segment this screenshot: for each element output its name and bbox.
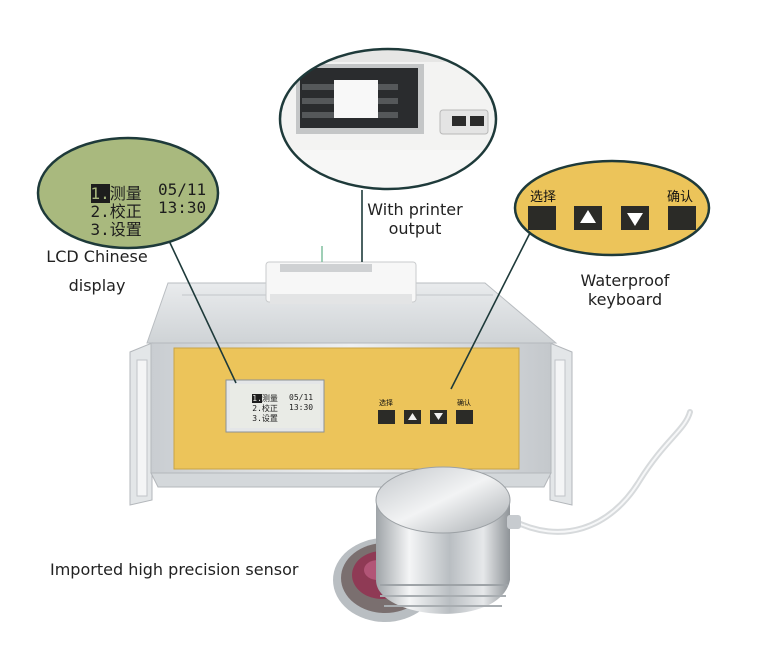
lcd-zoom-screen [38,138,218,248]
zoom-confirm-key [668,206,696,230]
panel-confirm-label: 确认 [457,399,471,407]
caption-lcd-line-1: LCD Chinese [46,247,148,266]
panel-select-key [378,410,395,424]
caption-printer-line-1: With printer [367,200,463,219]
caption-keyboard-line-2: keyboard [587,290,663,309]
down-arrow-icon [627,213,643,226]
up-arrow-icon [580,210,596,223]
lcd-zoom-row-3: 3.设置 [90,220,142,239]
zoom-select-key [528,206,556,230]
caption-printer-line-2: output [388,219,442,238]
caption-lcd-line-2: display [68,276,126,295]
printer-zoom [280,49,496,189]
caption-keyboard-line-1: Waterproof [580,271,670,290]
panel-select-label: 选择 [379,399,393,407]
panel-lcd-row-3: 3.设置 [252,414,278,423]
caption-sensor: Imported high precision sensor [50,560,299,579]
zoom-select-label: 选择 [530,190,557,205]
panel-lcd [230,384,320,428]
panel-confirm-key [456,410,473,424]
zoom-confirm-label: 确认 [667,190,694,205]
